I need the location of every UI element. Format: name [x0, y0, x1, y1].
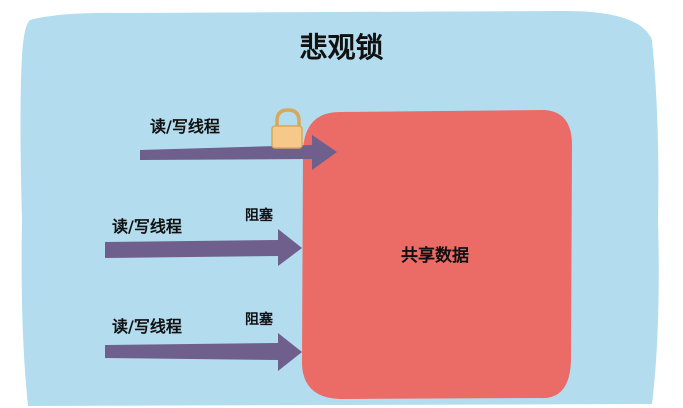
padlock-icon	[271, 108, 303, 149]
blocked-label-2: 阻塞	[245, 208, 273, 224]
shared-data-label: 共享数据	[401, 246, 469, 266]
thread-arrow-3	[105, 333, 302, 371]
thread-label-2: 读/写线程	[112, 217, 182, 236]
diagram-title: 悲观锁	[299, 31, 384, 64]
thread-arrow-1	[140, 135, 337, 170]
thread-label-3: 读/写线程	[112, 317, 182, 336]
shared-data-block	[302, 110, 572, 399]
thread-label-1: 读/写线程	[150, 117, 220, 136]
thread-arrow-2	[105, 229, 302, 266]
blocked-label-3: 阻塞	[245, 312, 273, 328]
